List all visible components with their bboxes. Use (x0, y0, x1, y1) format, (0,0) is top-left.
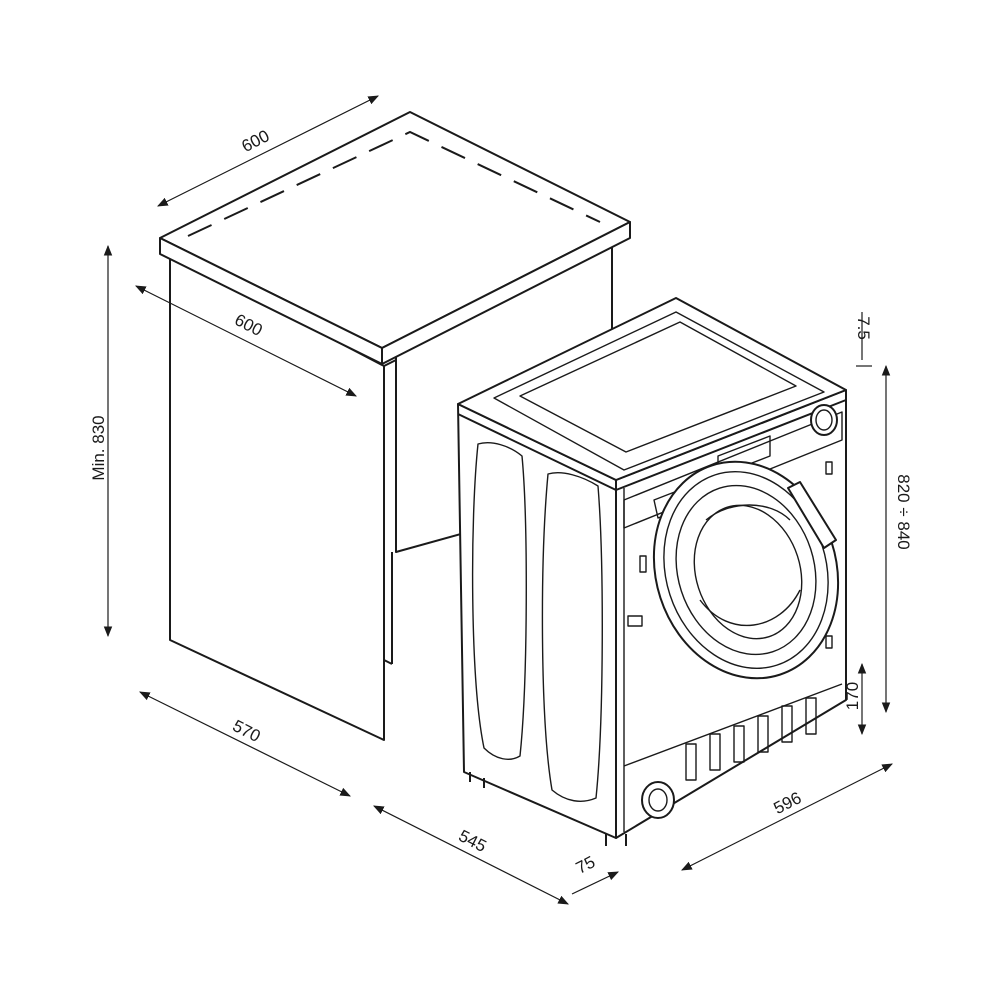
program-knob-icon (810, 404, 838, 436)
hinge-mark-bottom (627, 615, 643, 627)
label-machine-height: 820 ÷ 840 (894, 474, 913, 550)
dim-line-cabinet-depth (139, 691, 351, 797)
label-machine-depth: 545 (456, 826, 490, 856)
base-vents (685, 697, 817, 781)
label-min-height: Min. 830 (89, 415, 108, 480)
label-cabinet-depth: 570 (230, 716, 264, 746)
door-handle (787, 481, 837, 549)
label-top-gap: 7.5 (854, 316, 873, 340)
side-recess-left (471, 442, 527, 760)
hinge-mark-top (639, 555, 647, 573)
dimension-labels: 600 600 Min. 830 570 545 75 596 7.5 820 … (89, 126, 913, 878)
dim-line-door-offset (571, 871, 619, 895)
side-recess-right (541, 472, 603, 802)
dim-line-machine-width (681, 763, 893, 871)
machine-door (652, 460, 840, 680)
dimension-lines (103, 95, 893, 905)
drain-filter-icon (641, 781, 675, 819)
washing-machine (457, 297, 847, 846)
label-machine-width: 596 (771, 788, 805, 818)
label-door-offset: 75 (573, 852, 598, 878)
dim-line-inner-width (135, 285, 357, 397)
machine-top-face (457, 297, 847, 481)
label-plinth-height: 170 (843, 682, 862, 710)
dim-line-top-width (157, 95, 379, 207)
dim-line-machine-depth (373, 805, 569, 905)
